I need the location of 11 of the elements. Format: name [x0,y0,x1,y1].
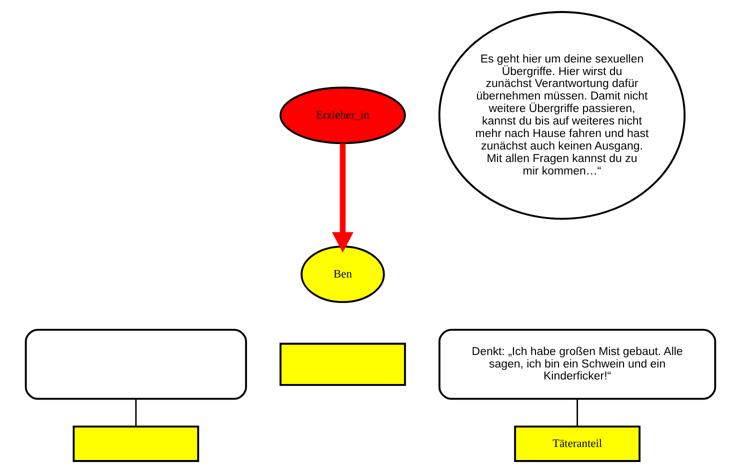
node-ellipse: Es geht hier um deine sexuellen Übergriffe. Hier wirst du zunächst Verantwortung dafür übernehmen müssen. Damit nicht weitere Übergriffe passieren, kannst du bis auf weiteres nicht mehr nach Hause fahren und hast zunächst auch keinen Ausgang. Mit allen Fragen kannst du zu mir kommen…“ [438,11,686,220]
node-box [24,328,247,400]
connector [135,399,137,426]
node-box: Denkt: „Ich habe großen Mist gebaut. Alle sagen, ich bin ein Schwein und ein Kinderficker!“ [438,328,716,400]
node-box [72,426,200,462]
node-box: Täteranteil [514,426,640,462]
connector [576,399,578,426]
node-ellipse: Erzieher_in [280,86,406,144]
arrow [332,143,354,253]
node-ellipse: Ben [300,246,385,304]
node-box [280,342,406,386]
